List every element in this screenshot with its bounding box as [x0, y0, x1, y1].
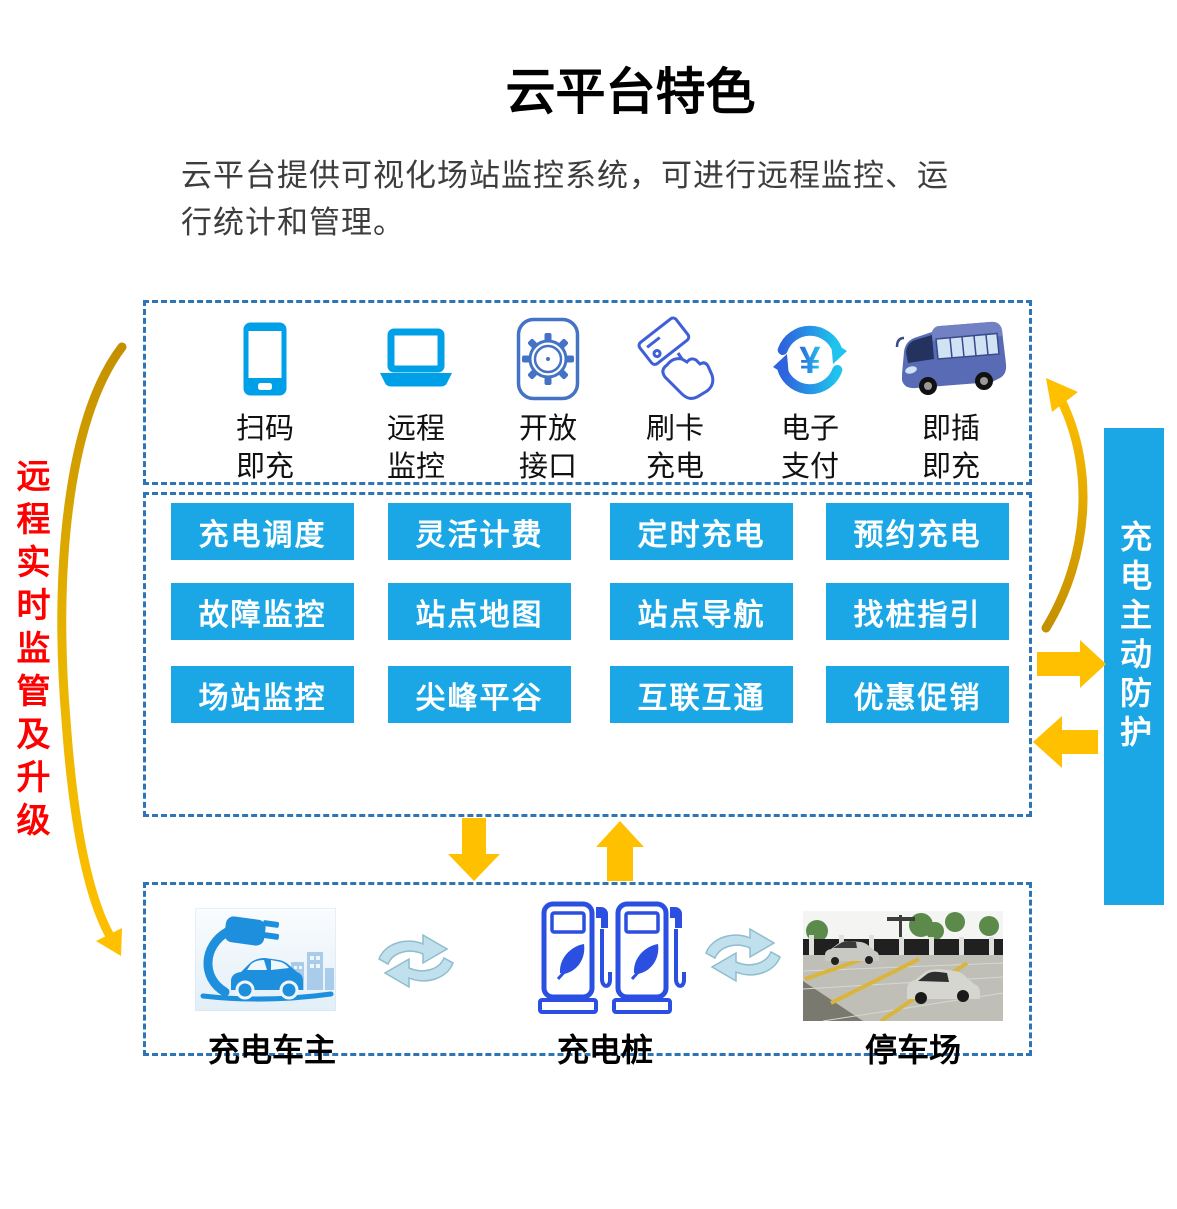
entity-label-parking-lot: 停车场: [864, 1032, 961, 1068]
feature-label: 监控: [386, 451, 445, 483]
feature-label: 即充: [921, 451, 980, 483]
function-flexible-billing: 灵活计费: [388, 503, 571, 560]
phone-icon: [203, 313, 327, 405]
laptop-icon: [354, 313, 478, 405]
function-station-navigation: 站点导航: [610, 583, 793, 640]
parking-lot-image: [802, 911, 1004, 1026]
right-curved-arrow: [1041, 397, 1088, 633]
feature-plug-charge: 即插即充: [889, 313, 1013, 486]
subtitle: 云平台提供可视化场站监控系统，可进行远程监控、运 行统计和管理。: [181, 152, 949, 246]
up-arrow: [596, 821, 644, 881]
function-reserved-charging: 预约充电: [826, 503, 1009, 560]
feature-label: 扫码: [235, 413, 294, 445]
feature-label: 电子: [780, 413, 839, 445]
feature-remote-monitor: 远程监控: [354, 313, 478, 486]
entity-label-ev-owner: 充电车主: [207, 1032, 336, 1068]
feature-label: 即插: [921, 413, 980, 445]
entity-label-charging-pile: 充电桩: [556, 1032, 653, 1068]
function-pile-finding-guide: 找桩指引: [826, 583, 1009, 640]
entities-box: 充电车主: [143, 882, 1032, 1068]
function-promotion: 优惠促销: [826, 666, 1009, 723]
function-interconnection: 互联互通: [610, 666, 793, 723]
ev-owner-image: [194, 907, 337, 1016]
subtitle-line2: 行统计和管理。: [181, 205, 405, 240]
function-station-monitoring: 场站监控: [171, 666, 354, 723]
left-feed-arrow: [1033, 716, 1098, 768]
subtitle-line1: 云平台提供可视化场站监控系统，可进行远程监控、运: [181, 158, 949, 193]
gear-icon: [486, 313, 610, 405]
left-curved-arrowhead: [96, 928, 122, 956]
charging-pile-icons: [536, 901, 686, 1023]
function-peak-valley: 尖峰平谷: [388, 666, 571, 723]
function-fault-monitoring: 故障监控: [171, 583, 354, 640]
left-banner-remote-supervision: 远程实时监管及升级: [11, 458, 49, 845]
left-curved-arrow: [57, 342, 127, 941]
access-methods-box: 扫码即充 远程监控: [143, 300, 1032, 485]
feature-card-charge: 刷卡充电: [613, 313, 737, 486]
swap-arrows-icon: [371, 931, 461, 996]
right-curved-arrowhead: [1046, 378, 1078, 412]
feature-epay: ¥ 电子支付: [748, 313, 872, 486]
feature-label: 即充: [235, 451, 294, 483]
right-feed-arrow: [1037, 640, 1106, 688]
card-swipe-icon: [613, 313, 737, 405]
feature-label: 支付: [780, 451, 839, 483]
page-title: 云平台特色: [505, 64, 756, 120]
function-charging-dispatch: 充电调度: [171, 503, 354, 560]
bus-icon: [889, 313, 1013, 405]
function-station-map: 站点地图: [388, 583, 571, 640]
yuan-payment-icon: ¥: [748, 313, 872, 405]
feature-label: 接口: [518, 451, 577, 483]
yuan-symbol: ¥: [799, 340, 820, 382]
feature-scan-charge: 扫码即充: [203, 313, 327, 486]
down-arrow: [448, 818, 500, 881]
feature-label: 开放: [518, 413, 577, 445]
function-scheduled-charging: 定时充电: [610, 503, 793, 560]
swap-arrows-icon: [698, 925, 788, 990]
right-banner-charging-protection: 充电主动防护: [1104, 428, 1164, 905]
feature-open-api: 开放接口: [486, 313, 610, 486]
functions-box: 充电调度 灵活计费 定时充电 预约充电 故障监控 站点地图 站点导航 找桩指引 …: [143, 492, 1032, 817]
feature-label: 刷卡: [645, 413, 704, 445]
feature-label: 充电: [645, 451, 704, 483]
feature-label: 远程: [386, 413, 445, 445]
